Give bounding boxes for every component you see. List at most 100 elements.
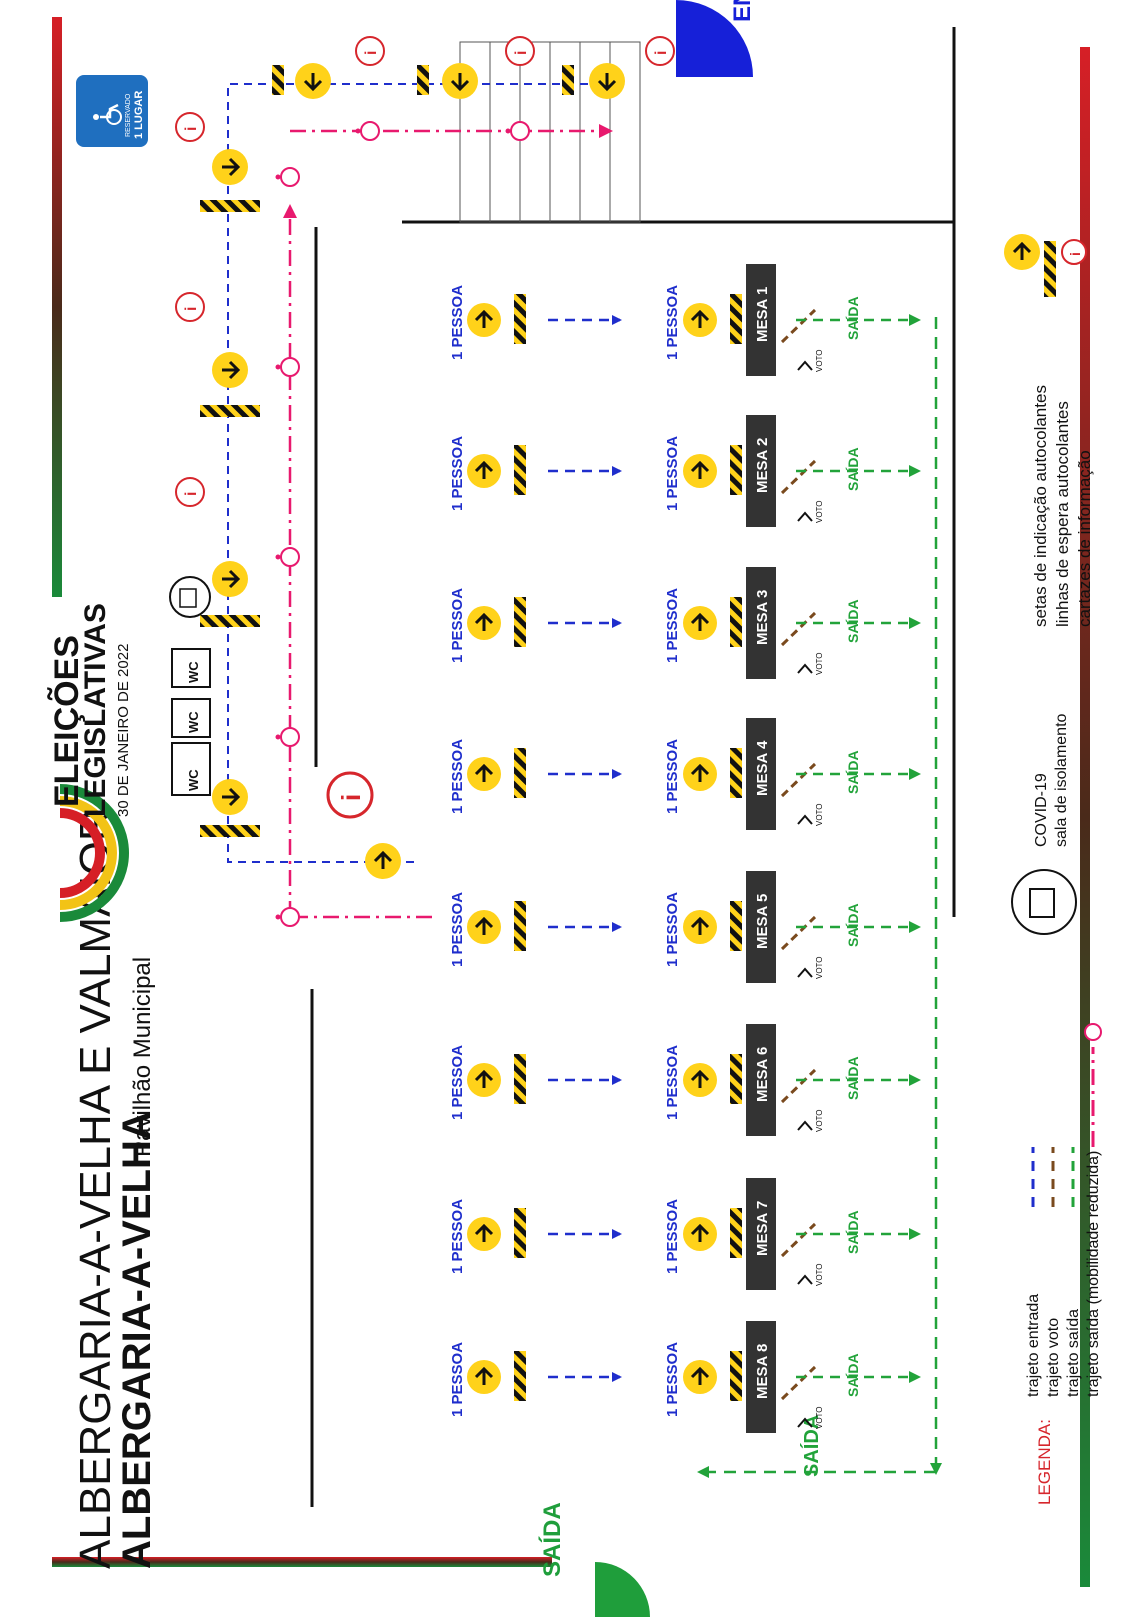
corridor-arrow-left-3 — [212, 561, 248, 597]
voting-table — [746, 718, 776, 830]
svg-text:i: i — [363, 51, 380, 55]
municipality-title: ALBERGARIA-A-VELHA E VALMAIOR — [71, 809, 120, 1569]
voting-table-label: MESA 7 — [754, 1201, 771, 1256]
info-icon: i — [1061, 239, 1087, 265]
wheelchair-icon — [505, 121, 530, 141]
info-icon-large: i — [326, 771, 374, 819]
queue-arrow-glyph — [474, 309, 494, 328]
vote-route — [780, 1068, 817, 1104]
toilet-icon: WC — [171, 698, 211, 738]
legend-route-label: trajeto saída — [1065, 1309, 1082, 1397]
wait-line-icon — [514, 901, 526, 951]
voting-table — [746, 415, 776, 527]
queue-label: 1 PESSOA — [449, 588, 466, 663]
wheelchair-icon — [355, 121, 380, 141]
legend-isolation-line1: COVID-19 — [1033, 773, 1050, 847]
queue-arrow-glyph — [690, 1366, 710, 1385]
voting-table-label: MESA 3 — [754, 590, 771, 645]
voting-table-label: MESA 4 — [754, 740, 771, 796]
exit-label: SAÍDA — [845, 296, 861, 340]
wait-line-icon — [562, 65, 574, 95]
wheelchair-icon-head — [275, 914, 281, 920]
queue-label: 1 PESSOA — [449, 1045, 466, 1120]
ballot-box-icon — [797, 1274, 813, 1285]
wait-line-icon — [730, 597, 742, 647]
corridor-arrow-down-entry — [365, 843, 401, 879]
voting-table — [746, 1024, 776, 1136]
election-title-line1: ELEIÇÕES — [48, 635, 86, 807]
wait-line-icon — [514, 748, 526, 798]
ballot-box-icon — [797, 1120, 813, 1131]
wait-line-icon — [730, 1208, 742, 1258]
ballot-box-icon — [797, 663, 813, 674]
voting-table — [746, 1321, 776, 1433]
info-icon: i — [505, 36, 535, 66]
exit-label: SAÍDA — [845, 1056, 861, 1100]
queue-label: 1 PESSOA — [449, 739, 466, 814]
corridor-signage: WC WC WC i i i i i — [169, 36, 675, 879]
wait-line-icon — [200, 200, 260, 212]
wheelchair-icon-head — [275, 734, 281, 740]
wheelchair-icon-wheel — [280, 357, 300, 377]
wc-label-1: WC — [186, 661, 201, 683]
exit-label: SAÍDA — [845, 1353, 861, 1397]
legend-route-label: trajeto voto — [1045, 1318, 1062, 1397]
queue-label: 1 PESSOA — [449, 436, 466, 511]
corridor-arrow-3 — [589, 63, 625, 99]
voting-table-label: MESA 5 — [754, 894, 771, 949]
vote-label: VOTO — [815, 1406, 824, 1429]
queue-arrow-glyph — [690, 763, 710, 782]
voting-table — [746, 1178, 776, 1290]
queue-label: 1 PESSOA — [664, 1045, 681, 1120]
vote-label: VOTO — [815, 956, 824, 979]
parking-wheelchair-icon — [93, 103, 122, 125]
legend-isolation: COVID-19 sala de isolamento — [1011, 713, 1077, 935]
exit-route — [697, 317, 942, 1478]
voting-table — [746, 871, 776, 983]
wheelchair-icon-wheel — [280, 907, 300, 927]
queue-arrow-glyph — [690, 460, 710, 479]
wait-line-icon — [730, 1351, 742, 1401]
info-icon: i — [175, 112, 205, 142]
queue-arrow-glyph — [690, 1069, 710, 1088]
isolation-box-icon — [169, 576, 211, 618]
election-logo: ELEIÇÕES LEGISLATIVAS 30 DE JANEIRO DE 2… — [48, 603, 132, 922]
wheelchair-icon-head — [275, 554, 281, 560]
corridor-arrow-left-2 — [212, 352, 248, 388]
wheelchair-icon — [275, 167, 300, 187]
wheelchair-icon-head — [275, 174, 281, 180]
venue-title-block: ALBERGARIA-A-VELHA E VALMAIOR ALBERGARIA… — [71, 809, 159, 1569]
legend-signage-2: linhas de espera autocolantes — [1053, 401, 1072, 627]
wait-line-icon — [730, 445, 742, 495]
parish-title: ALBERGARIA-A-VELHA — [115, 1111, 159, 1569]
vote-route — [780, 762, 817, 798]
svg-text:i: i — [183, 492, 200, 496]
queue-arrow-glyph — [690, 1223, 710, 1242]
vote-route — [780, 1222, 817, 1258]
queue-arrow-glyph — [474, 460, 494, 479]
voting-table — [746, 567, 776, 679]
exit-label: SAÍDA — [845, 447, 861, 491]
queue-label: 1 PESSOA — [664, 892, 681, 967]
exit-label: SAÍDA — [845, 1210, 861, 1254]
decor-bar-top-right — [52, 17, 62, 597]
vote-route — [780, 611, 817, 647]
exit-label: SAÍDA — [845, 903, 861, 947]
queue-label: 1 PESSOA — [664, 1199, 681, 1274]
svg-text:i: i — [1067, 252, 1083, 256]
wait-line-icon — [514, 597, 526, 647]
svg-text:i: i — [513, 51, 530, 55]
parking-places-text: 1 LUGAR — [133, 91, 145, 139]
queue-label: 1 PESSOA — [664, 436, 681, 511]
info-icon: i — [355, 36, 385, 66]
wc-label-2: WC — [186, 711, 201, 733]
wheelchair-icon-wheel — [360, 121, 380, 141]
